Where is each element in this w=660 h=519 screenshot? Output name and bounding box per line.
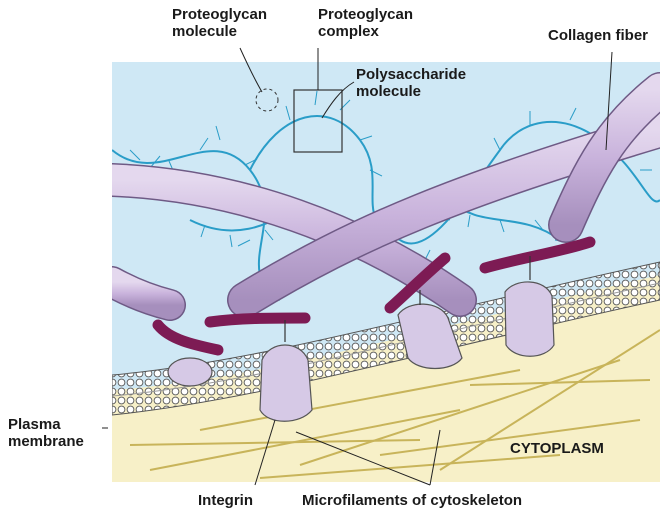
label-polysaccharide-molecule: Polysaccharide molecule	[356, 66, 466, 100]
label-cytoplasm: CYTOPLASM	[510, 440, 604, 457]
label-proteoglycan-complex: Proteoglycan complex	[318, 6, 413, 40]
label-integrin: Integrin	[198, 492, 253, 509]
label-plasma-membrane: Plasma membrane	[8, 416, 84, 450]
label-microfilaments: Microfilaments of cytoskeleton	[302, 492, 522, 509]
label-proteoglycan-molecule: Proteoglycan molecule	[172, 6, 267, 40]
label-collagen-fiber: Collagen fiber	[548, 27, 648, 44]
